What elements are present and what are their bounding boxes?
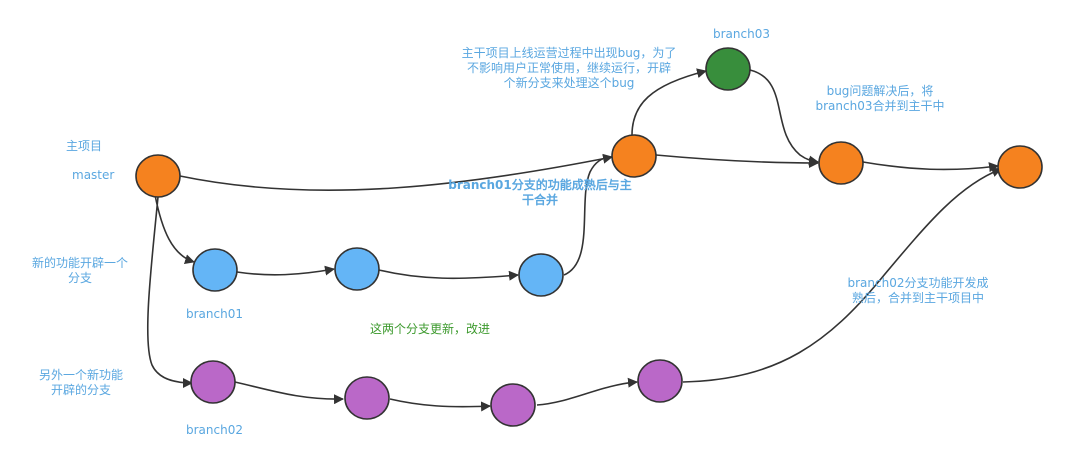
branch03-label: branch03 [713,27,770,41]
branch01-label: branch01 [186,307,243,321]
edge-branch02-a-b [234,381,344,405]
branch02-node-1 [190,360,236,404]
main-project-label: 主项目 [66,139,103,153]
master-label: master [72,168,115,182]
edge-master-to-merge1 [179,153,613,191]
edge-branch01-a-b [236,265,335,276]
edge-master-to-branch02 [146,196,193,388]
bug-fixed-note: bug问题解决后，将 branch03合并到主干中 [815,84,945,113]
another-feature-note: 另外一个新功能 开辟的分支 [38,368,123,397]
final-master-node [997,145,1043,189]
bug-note: 主干项目上线运营过程中出现bug，为了 不影响用户正常使用，继续运行，开辟 个新… [461,46,677,90]
master-node [135,154,181,198]
edge-branch02-c-d [536,377,638,406]
edge-merge1-to-branch03 [631,68,707,136]
branch03-node [705,47,751,91]
branch01-node-3 [518,253,564,297]
edge-merge2-to-final [862,161,999,173]
branch02-label: branch02 [186,423,243,437]
edge-merge1-to-merge2 [655,154,819,168]
branch01-merge-note: branch01分支的功能成熟后与主 干合并 [448,178,632,207]
edge-branch01-to-merge1 [563,156,613,276]
branch02-node-3 [490,383,536,427]
branch02-merge-note: branch02分支功能开发成 熟后，合并到主干项目中 [847,276,989,305]
branch01-node-2 [334,247,380,291]
update-note: 这两个分支更新，改进 [370,322,491,336]
branch01-node-1 [192,248,238,292]
edge-master-to-branch01 [154,194,195,265]
edge-branch02-b-c [389,398,491,412]
new-feature-note: 新的功能开辟一个 分支 [31,256,128,285]
merge-node-branch03 [818,141,864,185]
edge-branch01-b-c [378,269,519,281]
branch02-node-2 [344,376,390,420]
edge-branch02-to-final [682,167,1002,383]
merge-node-branch01 [611,134,657,178]
branch02-node-4 [637,359,683,403]
